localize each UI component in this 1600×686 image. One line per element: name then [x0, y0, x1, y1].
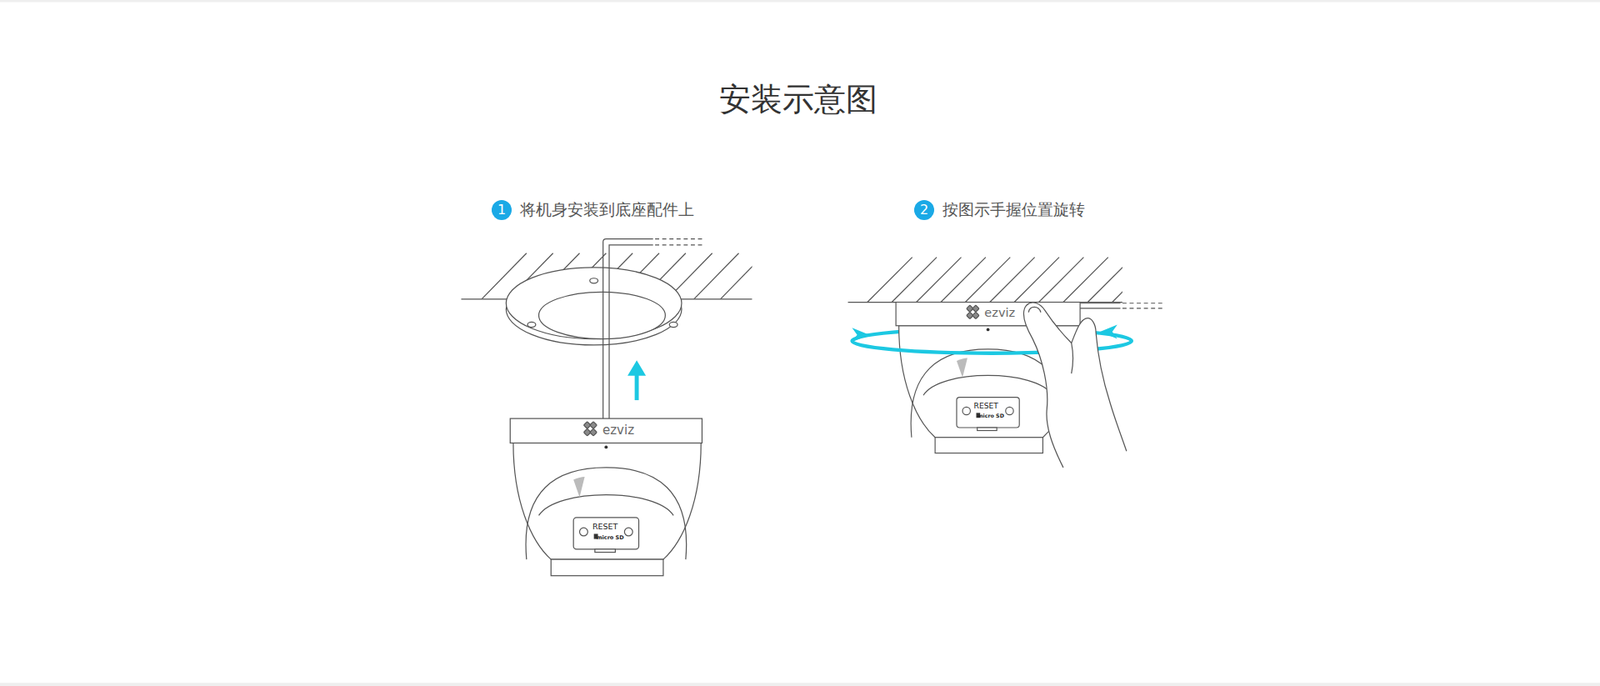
step-number: 2	[914, 200, 935, 220]
button-label: RESET	[973, 401, 998, 410]
page-title: 安装示意图	[719, 78, 878, 121]
step-caption: 按图示手握位置旋转	[942, 199, 1085, 221]
step-number: 1	[491, 200, 512, 220]
brand-logo: ezviz	[602, 423, 635, 436]
step-caption: 将机身安装到底座配件上	[520, 199, 695, 221]
step-badge: 2 按图示手握位置旋转	[914, 200, 1085, 220]
brand-logo: ezviz	[984, 306, 1015, 320]
slot-label: micro SD	[977, 413, 1005, 419]
button-label: RESET	[592, 522, 618, 531]
step-badge: 1 将机身安装到底座配件上	[491, 200, 695, 220]
slot-label: micro SD	[596, 534, 625, 540]
